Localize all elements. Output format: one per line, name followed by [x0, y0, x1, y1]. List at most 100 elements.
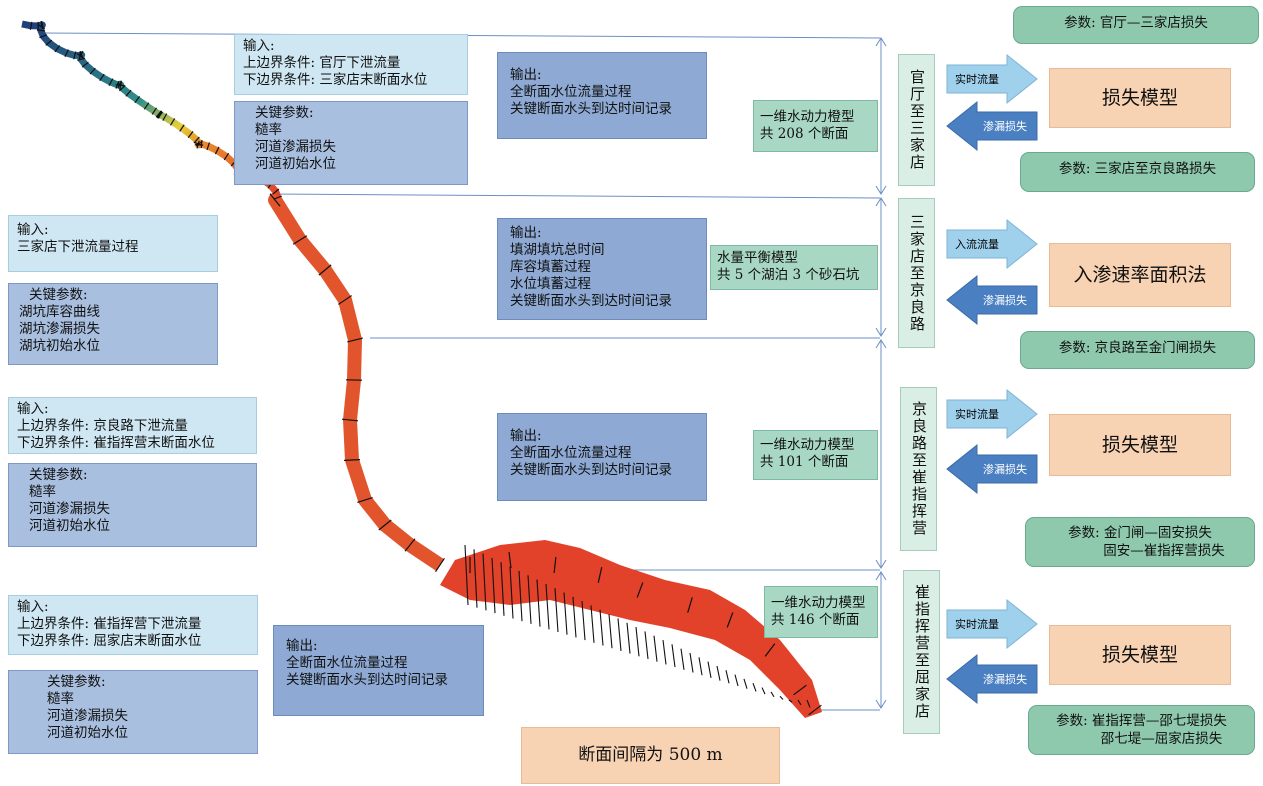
- param-line: 河道初始水位: [255, 156, 336, 172]
- cross-section-mark: [545, 583, 550, 630]
- cross-section-mark: [357, 496, 373, 504]
- cross-section-mark: [770, 691, 775, 698]
- cross-section-mark: [378, 519, 392, 531]
- output-title: 输出:: [286, 638, 318, 654]
- section3-reach-label: 京良路至崔指挥营: [900, 387, 937, 551]
- span-arrow-bottom: [875, 559, 887, 569]
- section4-param-label: 参数: 崔指挥营—邵七堤损失 邵七堤—屈家店损失: [1028, 705, 1255, 755]
- model-line: 共 208 个断面: [760, 126, 849, 142]
- section1-params-box: 关键参数: 糙率 河道渗漏损失 河道初始水位: [234, 101, 468, 185]
- param-line: 河道初始水位: [29, 518, 110, 534]
- river-channel: [21, 20, 822, 718]
- cross-section-mark: [554, 588, 559, 633]
- section-interval-note: 断面间隔为 500 m: [521, 727, 780, 784]
- output-line: 库容填蓄过程: [510, 259, 591, 275]
- output-line: 填湖填坑总时间: [510, 242, 605, 258]
- param-line: 河道初始水位: [47, 725, 128, 741]
- model-line: 共 146 个断面: [771, 612, 860, 628]
- loss-model-text: 入渗速率面积法: [1073, 263, 1207, 286]
- cross-section-mark: [158, 110, 163, 119]
- param-label-text: 参数: 崔指挥营—邵七堤损失: [1056, 713, 1227, 729]
- cross-section-mark: [89, 67, 96, 75]
- cross-section-mark: [644, 631, 649, 660]
- output-line: 全断面水位流量过程: [510, 445, 632, 461]
- section2-input-box: 输入: 三家店下泄流量过程: [8, 215, 218, 272]
- cross-section-mark: [318, 264, 332, 276]
- input-line: 下边界条件: 屈家店末断面水位: [17, 633, 202, 649]
- cross-section-mark: [671, 644, 676, 668]
- param-label-text: 固安—崔指挥营损失: [1103, 543, 1225, 559]
- cross-section-mark: [200, 140, 203, 149]
- cross-section-mark: [81, 61, 89, 68]
- params-title: 关键参数:: [29, 467, 88, 483]
- reach-text: 崔指挥营至屈家店: [913, 584, 931, 720]
- param-label-text: 参数: 三家店至京良路损失: [1058, 161, 1217, 177]
- cross-section-mark: [292, 235, 308, 245]
- arrow-out-label: 渗漏损失: [983, 672, 1027, 686]
- cross-section-mark: [29, 21, 33, 30]
- input-line: 三家店下泄流量过程: [17, 239, 139, 255]
- cross-section-mark: [214, 146, 220, 155]
- arrow-out-shape: [946, 443, 1038, 495]
- section4-input-box: 输入: 上边界条件: 崔指挥营下泄流量 下边界条件: 屈家店末断面水位: [8, 595, 258, 655]
- section2-param-label: 参数: 三家店至京良路损失: [1020, 152, 1255, 192]
- cross-section-mark: [78, 50, 84, 59]
- section3-params-box: 关键参数: 糙率 河道渗漏损失 河道初始水位: [8, 463, 257, 547]
- cross-section-mark: [169, 118, 176, 126]
- output-line: 全断面水位流量过程: [286, 655, 408, 671]
- input-line: 上边界条件: 官厅下泄流量: [243, 55, 401, 71]
- cross-section-mark: [752, 683, 757, 692]
- section2-reach-label: 三家店至京良路: [898, 198, 935, 348]
- cross-section-mark: [37, 23, 46, 30]
- cross-section-mark: [653, 635, 658, 662]
- section1-param-label-top: 参数: 官厅—三家店损失: [1013, 6, 1259, 44]
- cross-section-mark: [64, 49, 69, 58]
- section1-model-box: 一维水动力橙型 共 208 个断面: [753, 100, 878, 152]
- section1-reach-label: 官厅至三家店: [898, 54, 935, 186]
- output-title: 输出:: [510, 225, 542, 241]
- section3-param-label-b: 参数: 金门闸—固安损失 固安—崔指挥营损失: [1025, 517, 1255, 567]
- cross-section-mark: [626, 622, 631, 654]
- cross-section-mark: [797, 699, 802, 706]
- cross-section-mark: [143, 102, 150, 110]
- cross-section-mark: [508, 551, 512, 569]
- input-line: 上边界条件: 崔指挥营下泄流量: [17, 616, 202, 632]
- cross-section-mark: [435, 558, 445, 572]
- cross-section-mark: [509, 566, 514, 619]
- cross-section-mark: [581, 601, 586, 641]
- output-line: 水位填蓄过程: [510, 276, 591, 292]
- cross-section-mark: [155, 110, 162, 118]
- section2-params-box: 关键参数: 湖坑库容曲线 湖坑渗漏损失 湖坑初始水位: [8, 283, 218, 365]
- cross-section-mark: [599, 609, 604, 646]
- arrow-in-label: 实时流量: [955, 72, 999, 86]
- param-line: 湖坑渗漏损失: [19, 321, 100, 337]
- cross-section-mark: [54, 45, 61, 53]
- cross-section-mark: [404, 538, 416, 552]
- output-title: 输出:: [510, 67, 542, 83]
- cross-section-mark: [806, 699, 811, 708]
- arrow-out-shape: [946, 274, 1038, 326]
- cross-section-mark: [788, 699, 793, 703]
- loss-model-text: 损失模型: [1101, 433, 1178, 456]
- span-arrow-top: [875, 37, 887, 47]
- cross-section-mark: [808, 704, 822, 716]
- params-title: 关键参数:: [255, 105, 314, 121]
- arrow-in-label: 入流流量: [955, 237, 999, 251]
- output-title: 输出:: [510, 428, 542, 444]
- input-line: 上边界条件: 京良路下泄流量: [17, 418, 188, 434]
- river-middle-reach: [268, 192, 444, 571]
- input-title: 输入:: [17, 222, 49, 238]
- param-line: 河道渗漏损失: [255, 139, 336, 155]
- arrow-out-label: 渗漏损失: [983, 462, 1027, 476]
- section3-output-box: 输出: 全断面水位流量过程 关键断面水头到达时间记录: [497, 413, 707, 501]
- loss-model-text: 损失模型: [1101, 86, 1178, 109]
- section1-output-box: 输出: 全断面水位流量过程 关键断面水头到达时间记录: [497, 52, 707, 139]
- cross-section-mark: [39, 34, 48, 39]
- cross-section-mark: [793, 684, 807, 696]
- arrow-in-shape: [946, 53, 1038, 105]
- cross-section-mark: [118, 85, 126, 92]
- input-title: 输入:: [243, 38, 275, 54]
- cross-section-mark: [482, 553, 487, 611]
- output-line: 关键断面水头到达时间记录: [510, 293, 672, 309]
- cross-section-mark: [108, 78, 114, 86]
